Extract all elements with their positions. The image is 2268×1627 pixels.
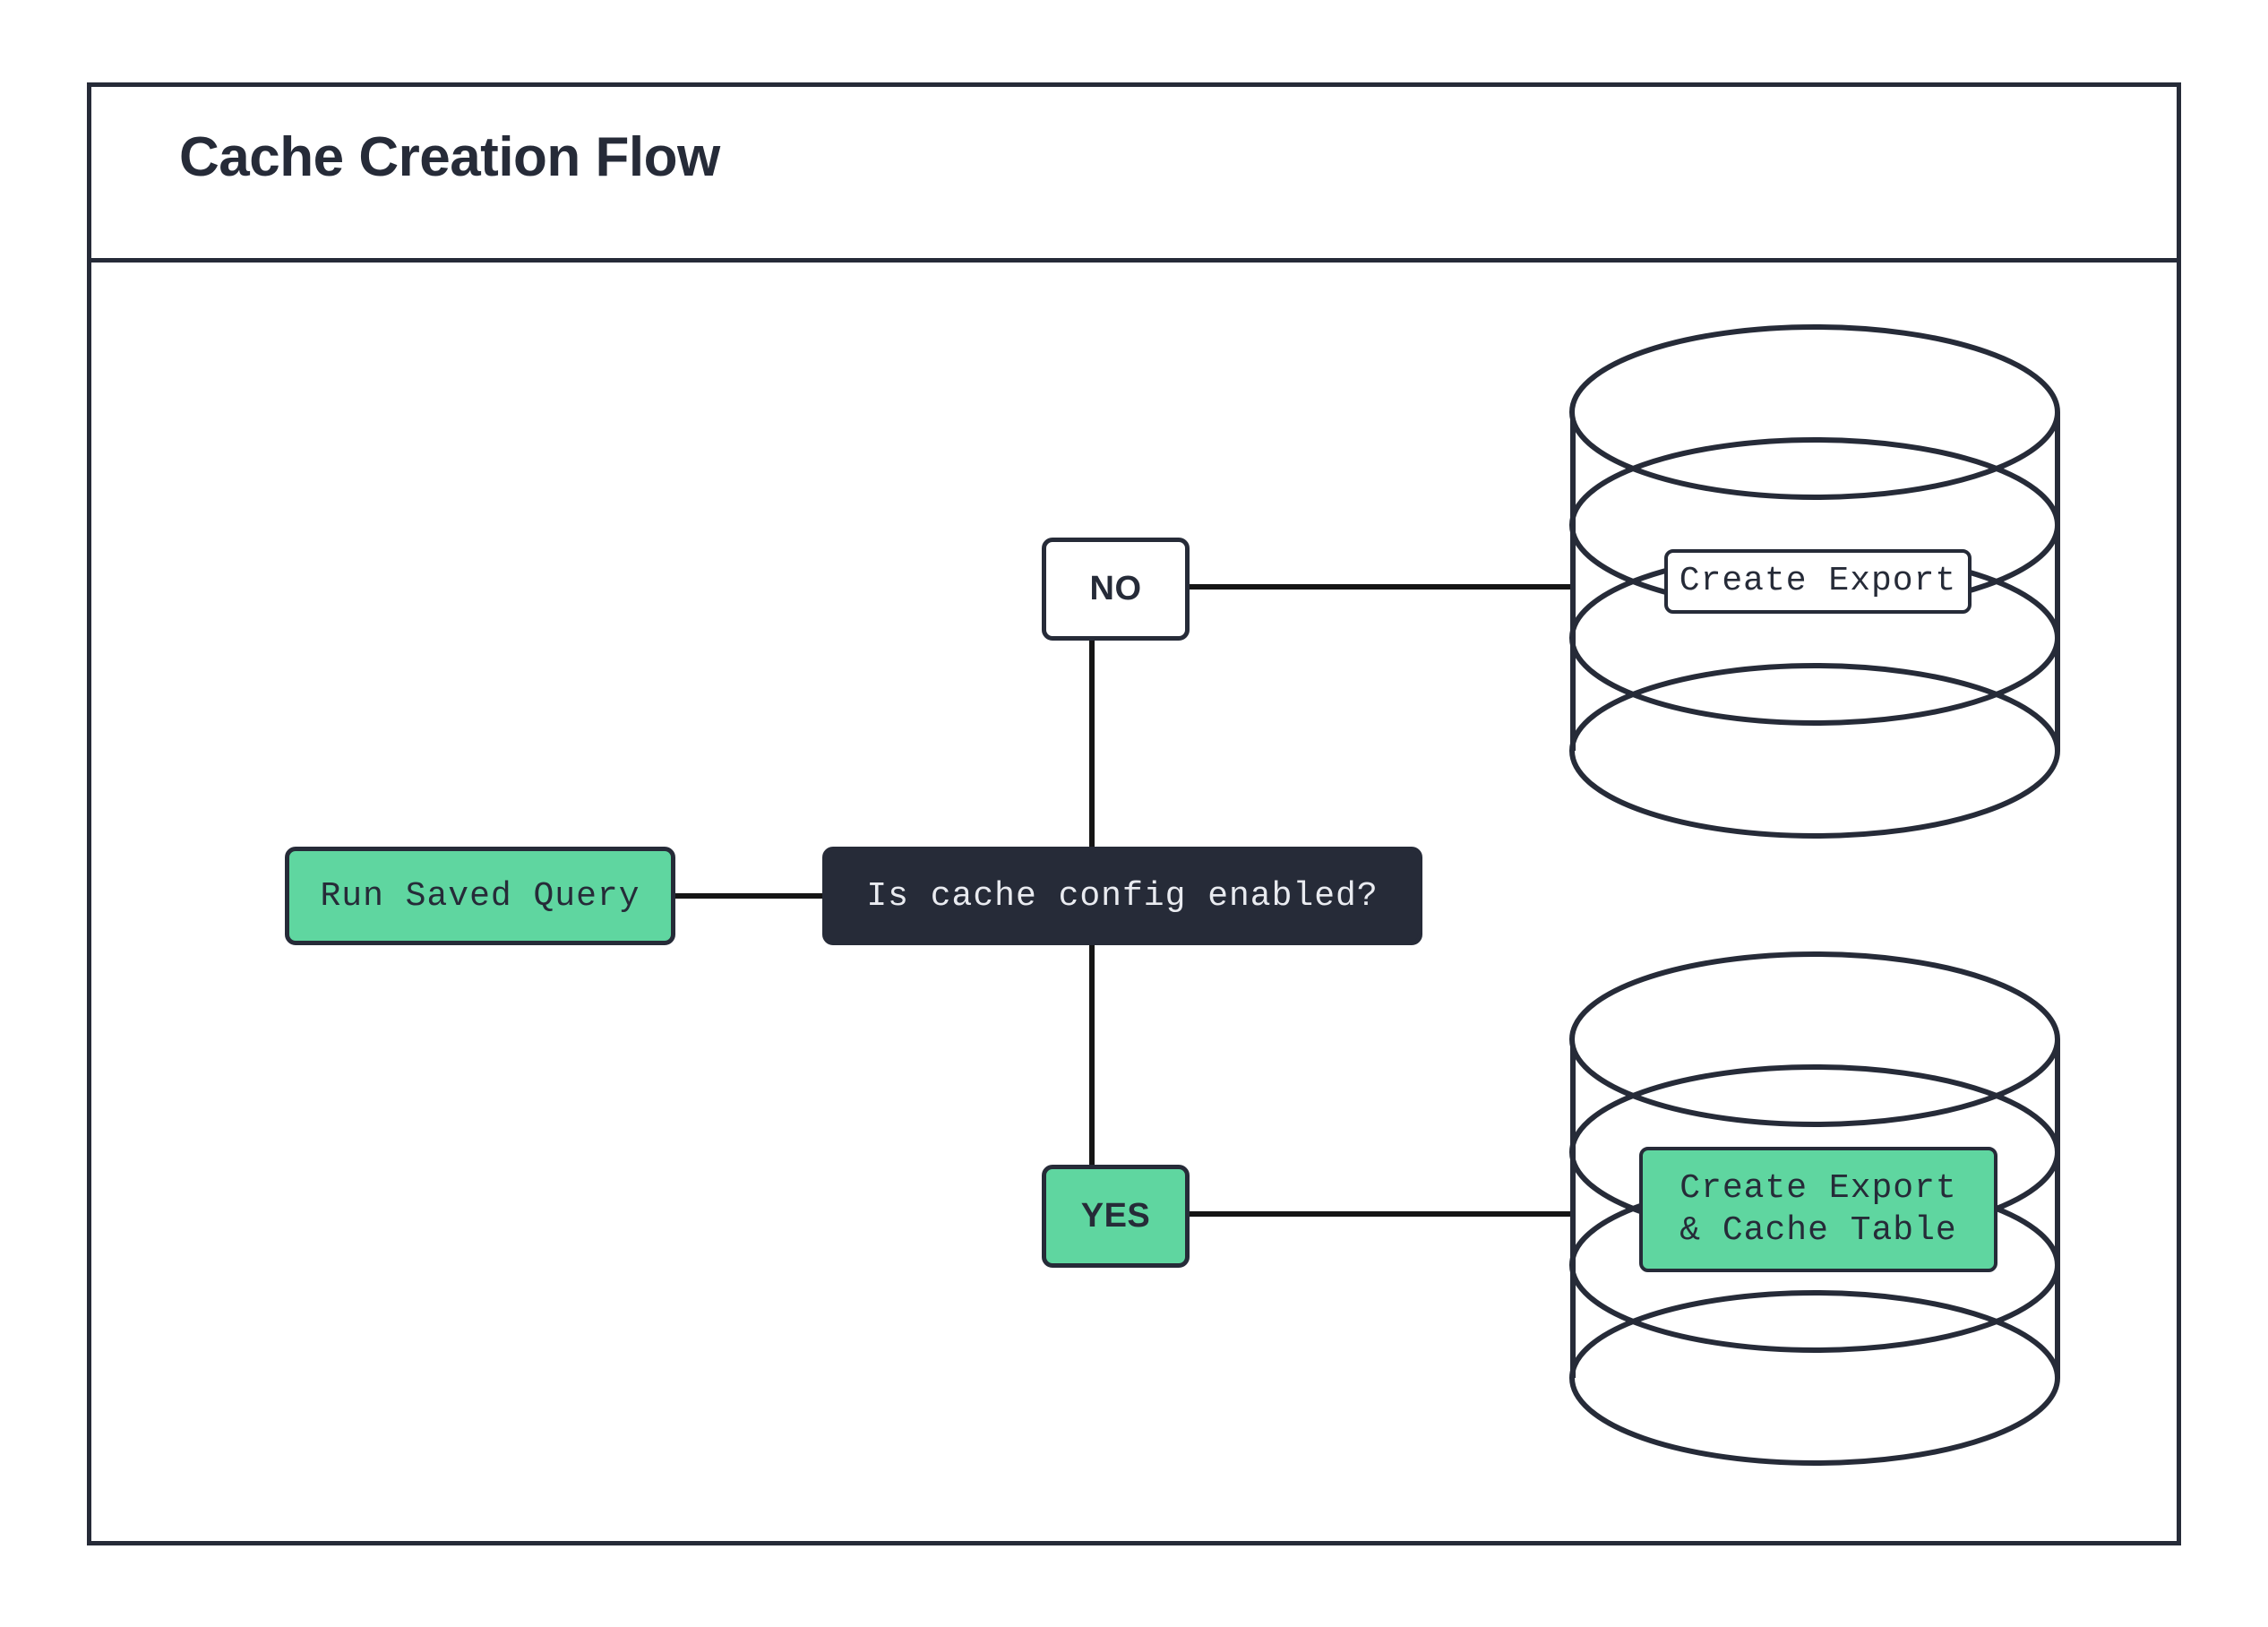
edge-group	[675, 584, 1574, 1217]
edge-label-no-text: NO	[1089, 570, 1142, 607]
node-decision-label: Is cache config enabled?	[866, 876, 1379, 916]
db-top-ring-4	[1569, 663, 2060, 839]
db-bottom-ring-4	[1569, 1290, 2060, 1466]
db-top-label-text: Create Export	[1679, 562, 1957, 601]
node-run-saved-query-label: Run Saved Query	[320, 876, 640, 916]
db-bottom-label-line2: & Cache Table	[1680, 1211, 1957, 1250]
db-bottom-label-create-export-cache-table[interactable]: Create Export & Cache Table	[1639, 1147, 1997, 1272]
edge-label-yes-text: YES	[1080, 1197, 1151, 1235]
db-bottom-ring-1	[1569, 951, 2060, 1127]
db-top-label-create-export[interactable]: Create Export	[1664, 549, 1972, 614]
db-cylinder-top	[1569, 324, 2060, 839]
edge-label-no[interactable]: NO	[1042, 538, 1190, 641]
db-top-ring-1	[1569, 324, 2060, 500]
node-is-cache-config-enabled[interactable]: Is cache config enabled?	[822, 847, 1422, 945]
diagram-header-bar	[87, 82, 2181, 263]
page-title: Cache Creation Flow	[179, 126, 720, 188]
edge-label-yes[interactable]: YES	[1042, 1165, 1190, 1268]
db-bottom-label-line1: Create Export	[1680, 1168, 1957, 1208]
node-run-saved-query[interactable]: Run Saved Query	[285, 847, 675, 945]
